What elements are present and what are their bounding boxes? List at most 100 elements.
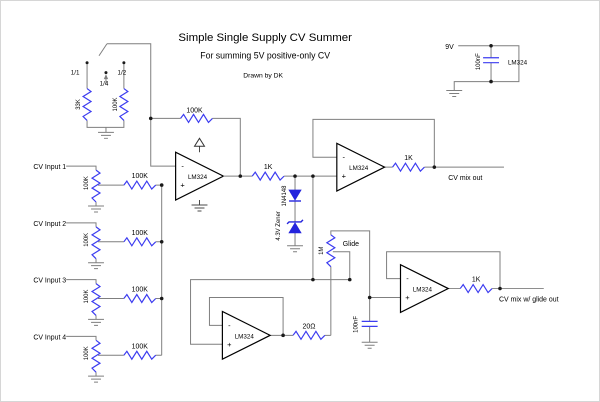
gain-resistor-left bbox=[82, 87, 92, 121]
opamp-plus-pin: + bbox=[180, 181, 184, 190]
row-wires bbox=[66, 222, 162, 263]
mix-out-resistor-label: 1K bbox=[404, 155, 413, 162]
mix-out-label: CV mix out bbox=[448, 175, 482, 182]
glide-capacitor bbox=[361, 320, 379, 327]
row-wires bbox=[66, 279, 162, 320]
ground-symbol bbox=[87, 375, 105, 383]
vplus-arrow-icon bbox=[193, 137, 206, 147]
glide-pot bbox=[326, 234, 336, 268]
ground-symbol bbox=[191, 204, 208, 212]
series-resistor-label: 1K bbox=[264, 164, 273, 171]
input-pot-label: 100K bbox=[84, 233, 90, 247]
opamp-mix-buffer-label: LM324 bbox=[349, 165, 369, 172]
mix-resistor-label: 100K bbox=[132, 343, 149, 350]
zener-bar bbox=[286, 219, 304, 225]
series-resistor bbox=[251, 171, 285, 181]
clamp-diode-label: 1N4148 bbox=[282, 185, 288, 207]
zener-label: 4.3V Zener bbox=[276, 211, 282, 241]
feedback-resistor-label: 100K bbox=[186, 107, 203, 114]
cv-inputs-section: CV Input 1 100K 100K CV Input 2 100K 100… bbox=[33, 164, 163, 383]
mix-resistor bbox=[123, 237, 157, 247]
row-wires bbox=[66, 335, 162, 377]
input-pot bbox=[91, 282, 101, 317]
input-pot bbox=[91, 226, 101, 260]
switch-lever bbox=[98, 43, 108, 57]
zener-diode-icon bbox=[288, 222, 302, 234]
clamp-diodes: 1N4148 4.3V Zener bbox=[276, 176, 304, 253]
switch-pos-label-1: 1/1 bbox=[71, 70, 80, 77]
glide-out-label: CV mix w/ glide out bbox=[499, 296, 559, 303]
cv-input-label: CV Input 1 bbox=[33, 164, 66, 171]
ground-symbol bbox=[445, 90, 463, 98]
mix-buffer-wires bbox=[312, 118, 504, 280]
glide-out-resistor-label: 1K bbox=[472, 277, 481, 284]
ground-symbol bbox=[87, 318, 105, 326]
mix-resistor-label: 100K bbox=[132, 173, 149, 180]
gain-resistor-right-label: 100K bbox=[113, 98, 119, 112]
header: Simple Single Supply CV Summer For summi… bbox=[178, 32, 352, 80]
opamp-minus-pin: - bbox=[181, 162, 184, 171]
mix-resistor-label: 100K bbox=[132, 287, 149, 294]
mix-output-section: - + LM324 1K CV mix out bbox=[312, 118, 504, 280]
glide-series-resistor-label: 20Ω bbox=[302, 323, 315, 330]
ground-symbol bbox=[87, 262, 105, 270]
cv-input-label: CV Input 3 bbox=[33, 278, 66, 285]
switch-pos-label-3: 1/2 bbox=[118, 70, 127, 77]
input-pot-label: 100K bbox=[84, 176, 90, 190]
opamp-plus-pin: + bbox=[227, 340, 231, 349]
glide-pot-name-label: Glide bbox=[343, 241, 359, 248]
switch-contact-2 bbox=[104, 71, 108, 75]
opamp-plus-pin: + bbox=[405, 293, 409, 302]
opamp-minus-pin: - bbox=[343, 153, 346, 162]
glide-section: - + LM324 20Ω 1M Glide 100nF - + LM324 1… bbox=[190, 230, 559, 361]
opamp-minus-pin: - bbox=[406, 274, 409, 283]
summing-opamp-section: 100K - + LM324 1K bbox=[175, 107, 337, 212]
supply-voltage-label: 9V bbox=[445, 44, 454, 51]
cv-input-row-1: CV Input 1 100K 100K bbox=[33, 164, 162, 213]
opamp-mix-buffer bbox=[336, 142, 386, 193]
cv-input-row-4: CV Input 4 100K 100K bbox=[33, 334, 162, 383]
mix-out-resistor bbox=[391, 162, 425, 172]
cv-input-label: CV Input 4 bbox=[33, 334, 66, 341]
opamp-glide-out bbox=[399, 263, 450, 314]
ground-symbol bbox=[361, 341, 379, 349]
gain-resistor-left-label: 33K bbox=[76, 99, 82, 110]
page-subtitle: For summing 5V positive-only CV bbox=[200, 51, 330, 61]
power-decoupling-section: 9V 100nF LM324 bbox=[445, 44, 528, 98]
decoupling-cap-label: 100nF bbox=[476, 53, 482, 70]
gain-resistor-right bbox=[119, 87, 129, 121]
input-pot bbox=[91, 169, 101, 203]
row-wires bbox=[66, 165, 162, 206]
junction-dots bbox=[148, 116, 502, 338]
power-wires bbox=[453, 45, 520, 91]
opamp-glide-buffer-label: LM324 bbox=[235, 333, 255, 340]
feedback-resistor bbox=[180, 113, 214, 123]
decoupling-capacitor bbox=[482, 57, 500, 64]
input-pot bbox=[91, 339, 101, 373]
cv-input-row-3: CV Input 3 100K 100K bbox=[33, 278, 162, 326]
opamp-plus-pin: + bbox=[342, 172, 346, 181]
opamp-summer-label: LM324 bbox=[188, 174, 208, 181]
clamp-diode-icon bbox=[288, 189, 302, 201]
switch-contact-1 bbox=[85, 61, 89, 65]
cv-input-row-2: CV Input 2 100K 100K bbox=[33, 221, 162, 270]
opamp-minus-pin: - bbox=[228, 321, 231, 330]
credit-line: Drawn by DK bbox=[243, 73, 283, 80]
opamp-glide-buffer bbox=[221, 310, 272, 361]
opamp-glide-out-label: LM324 bbox=[413, 287, 433, 294]
glide-series-resistor bbox=[292, 330, 326, 340]
opamp-summer bbox=[175, 151, 225, 201]
mix-resistor bbox=[123, 293, 157, 304]
mix-resistor bbox=[123, 350, 157, 360]
ground-symbol bbox=[286, 245, 304, 253]
cv-input-label: CV Input 2 bbox=[33, 221, 66, 228]
ground-symbol bbox=[97, 131, 115, 139]
glide-cap-label: 100nF bbox=[354, 316, 360, 333]
input-pot-label: 100K bbox=[84, 290, 90, 304]
page-title: Simple Single Supply CV Summer bbox=[178, 32, 352, 44]
power-ic-label: LM324 bbox=[508, 60, 528, 67]
gain-switch-section: 1/1 1/4 1/2 33K 100K bbox=[71, 43, 241, 177]
switch-pointer-arrow-icon bbox=[103, 74, 109, 80]
